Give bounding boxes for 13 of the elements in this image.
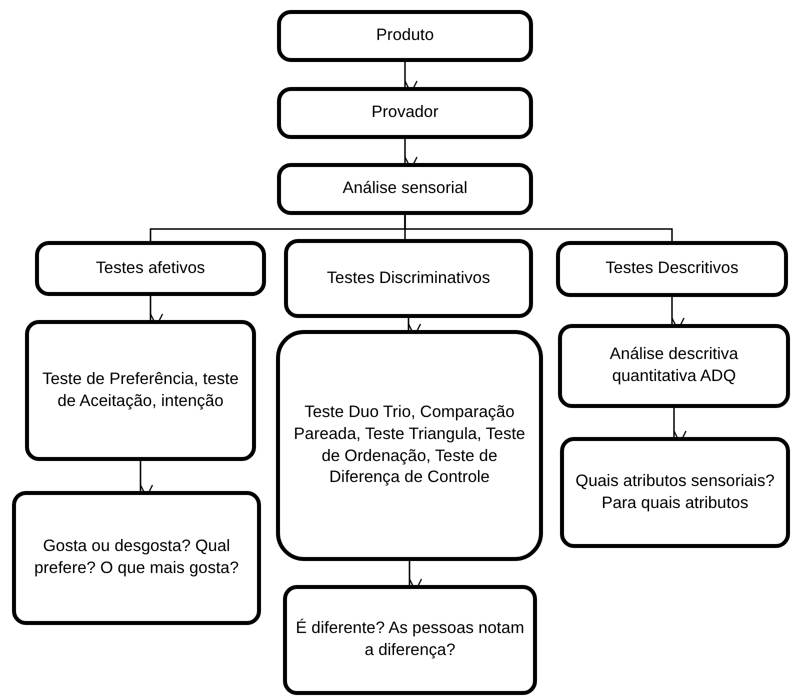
description-box: Análise descritiva quantitativa ADQ bbox=[558, 324, 790, 408]
description-box: É diferente? As pessoas notam a diferença? bbox=[283, 585, 537, 695]
description-box: Teste Duo Trio, Comparação Pareada, Teste Triangula, Teste de Ordenação, Teste de Diferença de Controle bbox=[276, 330, 543, 561]
category-box: Testes Discriminativos bbox=[284, 239, 533, 318]
category-box: Testes Descritivos bbox=[556, 241, 788, 297]
description-box: Gosta ou desgosta? Qual prefere? O que mais gosta? bbox=[12, 491, 261, 625]
process-box: Análise sensorial bbox=[277, 163, 533, 215]
description-box: Teste de Preferência, teste de Aceitação, intenção bbox=[25, 320, 256, 461]
connector-line bbox=[404, 215, 673, 241]
category-box: Testes afetivos bbox=[35, 241, 266, 296]
process-box: Produto bbox=[277, 10, 533, 62]
process-box: Provador bbox=[277, 87, 533, 139]
description-box: Quais atributos sensoriais? Para quais atributos bbox=[560, 437, 790, 548]
